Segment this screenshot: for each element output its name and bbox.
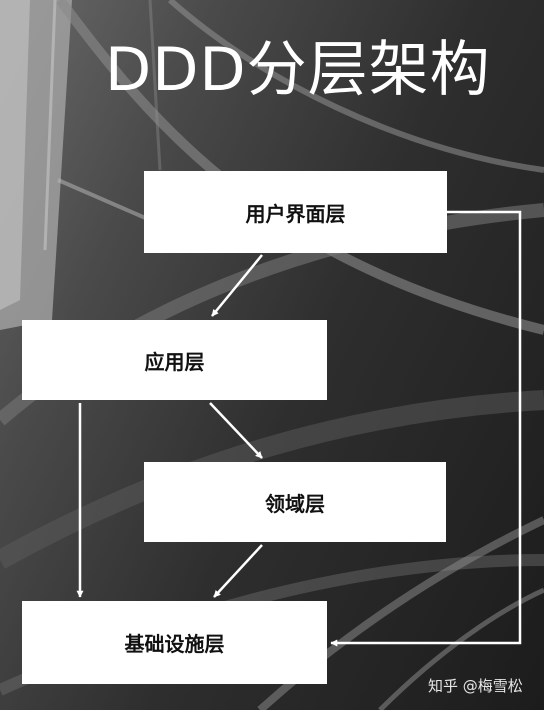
application-layer-label: 应用层 [144,349,205,374]
application-layer-box: 应用层 [22,320,327,400]
infrastructure-layer-box: 基础设施层 [22,601,327,684]
diagram-title: DDD分层架构 [105,35,491,105]
watermark: 知乎 @梅雪松 [428,677,523,695]
ui-layer-label: 用户界面层 [245,201,346,226]
domain-layer-box: 领域层 [144,462,446,542]
domain-layer-label: 领域层 [265,491,325,516]
ui-layer-box: 用户界面层 [144,171,447,253]
infrastructure-layer-label: 基础设施层 [124,632,225,656]
